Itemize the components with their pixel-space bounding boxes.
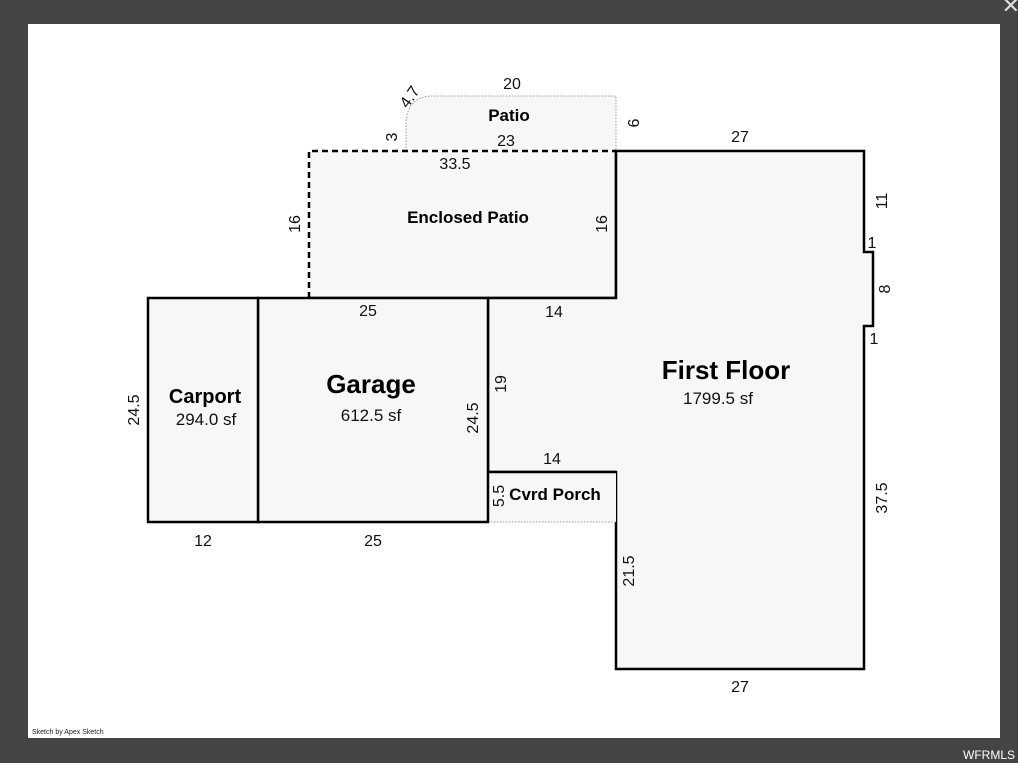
covered-porch-label: Cvrd Porch [509,485,601,504]
enclosed-patio-dashed-wall [307,149,616,298]
first-floor-area-value: 1799.5 sf [683,389,753,408]
dim-garage-bottom: 25 [364,533,382,550]
dim-porch-side: 5.5 [491,485,508,507]
sketch-credit: Sketch by Apex Sketch [32,729,104,736]
garage-area-value: 612.5 sf [341,406,402,425]
dim-carport-left: 24.5 [126,394,143,425]
dim-enclosed-right: 16 [594,215,611,233]
dim-first-step-side: 19 [493,375,510,393]
dim-patio-right: 6 [626,118,643,127]
carport-label: Carport [169,386,242,408]
dim-first-top: 27 [731,129,749,146]
dim-porch-top: 14 [543,451,561,468]
dim-enclosed-left: 16 [287,215,304,233]
enclosed-patio-area [309,151,616,298]
garage-label: Garage [326,369,416,399]
dim-first-step-top: 14 [545,304,563,321]
mls-watermark: WFRMLS [963,748,1015,762]
floor-plan-sketch: Patio Enclosed Patio First Floor 1799.5 … [126,76,894,696]
patio-area [405,95,617,151]
covered-porch-area [488,472,616,522]
patio-label: Patio [488,106,530,125]
carport-area [146,296,260,524]
dim-first-bottom: 27 [731,679,749,696]
dim-patio-top: 20 [503,76,521,93]
dim-patio-bottom: 23 [497,133,515,150]
first-floor-label: First Floor [662,355,791,385]
dim-patio-left: 3 [384,132,401,141]
enclosed-patio-label: Enclosed Patio [407,208,529,227]
dim-enclosed-bottom: 25 [359,303,377,320]
dim-carport-bottom: 12 [194,533,212,550]
dim-enclosed-top: 33.5 [439,156,470,173]
dim-first-right-upper: 11 [874,193,891,210]
close-icon[interactable]: ✕ [1001,0,1018,19]
garage-area [256,296,490,524]
carport-area-value: 294.0 sf [176,410,237,429]
dim-first-jog-depth: 8 [877,284,894,293]
dim-first-right-lower: 37.5 [874,482,891,513]
dim-garage-right: 24.5 [465,402,482,433]
floor-plan-canvas: Patio Enclosed Patio First Floor 1799.5 … [28,24,1000,738]
dim-first-jog-top: 1 [868,235,877,252]
dim-first-left-lower: 21.5 [621,555,638,586]
dim-first-jog-bottom: 1 [870,331,879,348]
